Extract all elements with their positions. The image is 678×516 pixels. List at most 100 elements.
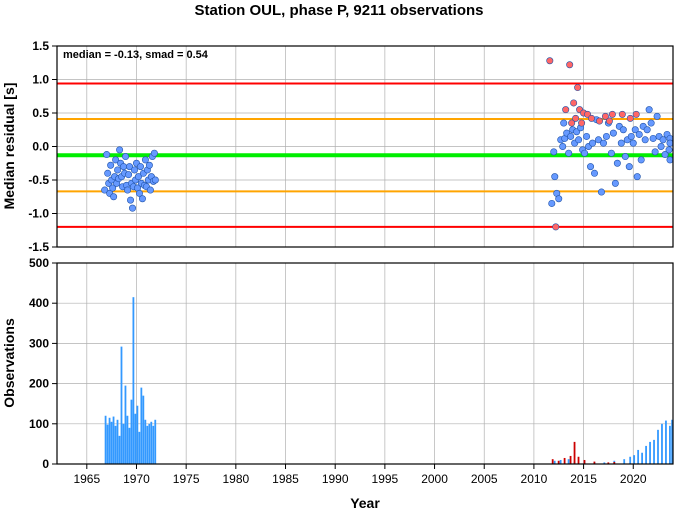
residual-point bbox=[555, 195, 563, 203]
residual-point bbox=[617, 139, 625, 147]
residual-point bbox=[588, 114, 596, 122]
observations-bar bbox=[140, 387, 143, 464]
residual-y-tick-label: 0.0 bbox=[32, 140, 49, 154]
residual-y-tick-label: 1.5 bbox=[32, 39, 49, 53]
x-tick-label: 2020 bbox=[620, 472, 647, 486]
residual-point bbox=[645, 106, 653, 114]
observations-bar bbox=[657, 429, 659, 464]
chart-title: Station OUL, phase P, 9211 observations bbox=[195, 2, 484, 19]
observations-bar bbox=[112, 416, 115, 464]
observations-bar bbox=[583, 459, 586, 464]
observations-y-label: Observations bbox=[1, 318, 17, 408]
x-tick-label: 1995 bbox=[372, 472, 399, 486]
residual-point bbox=[581, 149, 589, 157]
observations-bar bbox=[593, 461, 596, 464]
residual-point bbox=[110, 193, 118, 201]
observations-panel-frame bbox=[56, 262, 674, 465]
observations-bar bbox=[120, 346, 123, 464]
residual-y-tick-label: -0.5 bbox=[28, 173, 49, 187]
residual-point bbox=[141, 156, 149, 164]
residual-point bbox=[621, 153, 629, 161]
residual-point bbox=[127, 196, 135, 204]
observations-bar bbox=[613, 461, 616, 464]
residual-point bbox=[578, 119, 586, 127]
observations-bar bbox=[146, 425, 149, 464]
residual-point bbox=[661, 151, 669, 159]
residual-point bbox=[124, 186, 132, 194]
observations-bar bbox=[661, 423, 663, 464]
residual-point bbox=[665, 146, 673, 154]
observations-bar bbox=[623, 459, 626, 464]
residual-point bbox=[122, 153, 130, 161]
residual-point bbox=[595, 117, 603, 125]
residual-point bbox=[618, 110, 626, 118]
residual-y-tick-label: -1.0 bbox=[28, 207, 49, 221]
observations-bar bbox=[649, 441, 651, 464]
observations-bar bbox=[671, 419, 673, 464]
x-tick-label: 1975 bbox=[173, 472, 200, 486]
observations-bar bbox=[603, 462, 606, 464]
observations-bar bbox=[607, 462, 610, 464]
observations-bar bbox=[637, 449, 640, 464]
residual-point bbox=[572, 114, 580, 122]
residual-point bbox=[641, 136, 649, 144]
residual-y-ticks: -1.5-1.0-0.50.00.51.01.5 bbox=[28, 39, 57, 254]
x-tick-label: 1965 bbox=[73, 472, 100, 486]
observations-bar bbox=[577, 456, 580, 464]
residual-point bbox=[116, 146, 124, 154]
residual-y-tick-label: 0.5 bbox=[32, 106, 49, 120]
observations-bar bbox=[134, 413, 137, 464]
observations-y-tick-label: 400 bbox=[29, 296, 49, 310]
residual-point bbox=[129, 204, 137, 212]
residual-point bbox=[627, 132, 635, 140]
residual-point bbox=[666, 156, 674, 164]
residual-point bbox=[589, 139, 597, 147]
observations-bar bbox=[136, 405, 139, 464]
residual-point bbox=[629, 139, 637, 147]
x-tick-label: 1990 bbox=[322, 472, 349, 486]
residual-point bbox=[607, 149, 615, 157]
residual-point bbox=[594, 136, 602, 144]
residual-point bbox=[103, 151, 111, 159]
observations-bar bbox=[122, 423, 125, 464]
residual-point bbox=[560, 119, 568, 127]
residual-point bbox=[150, 149, 158, 157]
residual-point bbox=[666, 139, 674, 147]
observations-bar bbox=[114, 425, 117, 464]
residual-point bbox=[114, 166, 122, 174]
observations-bar bbox=[132, 297, 135, 464]
residual-point bbox=[643, 126, 651, 134]
residual-point bbox=[626, 114, 634, 122]
observations-bars bbox=[104, 297, 673, 464]
residual-point bbox=[567, 132, 575, 140]
residual-point bbox=[559, 143, 567, 151]
observations-bar bbox=[138, 431, 141, 464]
observations-bar bbox=[629, 456, 632, 464]
observations-bar bbox=[108, 417, 111, 464]
observations-bar bbox=[104, 415, 107, 464]
residual-point bbox=[633, 173, 641, 181]
residual-point bbox=[136, 163, 144, 171]
residual-point bbox=[608, 110, 616, 118]
residual-point bbox=[101, 186, 109, 194]
residual-point bbox=[602, 132, 610, 140]
observations-bar bbox=[128, 427, 131, 464]
residual-y-tick-label: 1.0 bbox=[32, 73, 49, 87]
residual-point bbox=[575, 136, 583, 144]
residual-point bbox=[151, 176, 159, 184]
residual-point bbox=[574, 84, 582, 92]
residual-point bbox=[568, 119, 576, 127]
residual-point bbox=[126, 163, 134, 171]
observations-y-tick-label: 300 bbox=[29, 336, 49, 350]
residual-point bbox=[632, 110, 640, 118]
residual-point bbox=[597, 188, 605, 196]
observations-bar bbox=[641, 452, 643, 464]
observations-bar bbox=[116, 419, 119, 464]
residual-point bbox=[659, 136, 667, 144]
observations-y-tick-label: 200 bbox=[29, 377, 49, 391]
residual-point bbox=[125, 171, 133, 179]
residual-points bbox=[101, 57, 674, 231]
